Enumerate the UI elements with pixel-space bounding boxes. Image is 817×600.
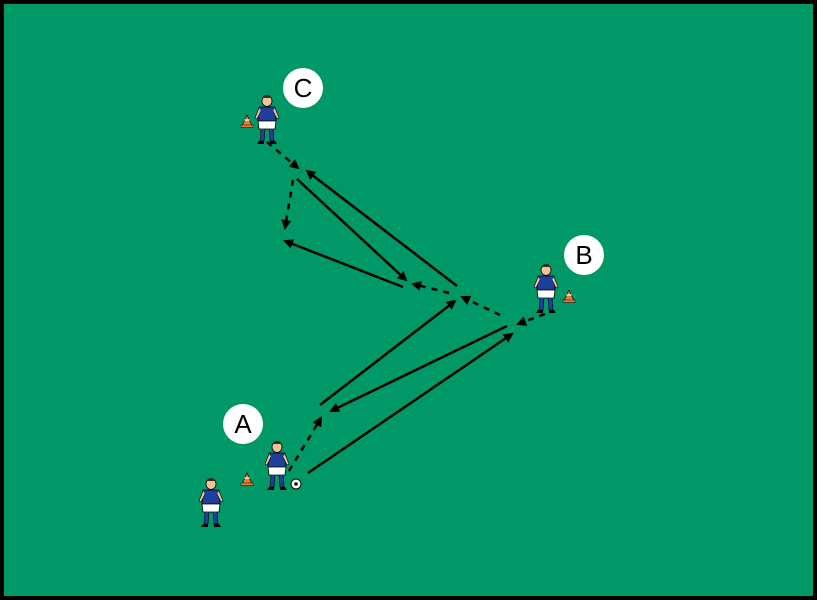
soccer-ball-icon — [290, 478, 302, 490]
run-arrow — [281, 179, 295, 230]
run-arrow — [287, 416, 323, 472]
pass-arrow — [296, 178, 408, 282]
pass-arrow — [319, 299, 457, 406]
pitch — [4, 4, 813, 596]
label-badge — [283, 68, 323, 108]
pass-arrow — [329, 324, 508, 413]
label-b: B — [564, 235, 604, 275]
label-c: C — [283, 68, 323, 108]
pass-arrow — [283, 239, 404, 289]
label-text: C — [294, 73, 313, 103]
label-a: A — [223, 404, 263, 444]
label-badge — [223, 404, 263, 444]
pass-arrow — [307, 332, 514, 475]
label-badge — [564, 235, 604, 275]
pass-lines — [283, 169, 514, 475]
run-arrow — [516, 312, 546, 326]
pass-arrow — [305, 169, 458, 287]
label-text: B — [575, 240, 592, 270]
label-text: A — [234, 409, 252, 439]
run-lines — [266, 141, 546, 472]
